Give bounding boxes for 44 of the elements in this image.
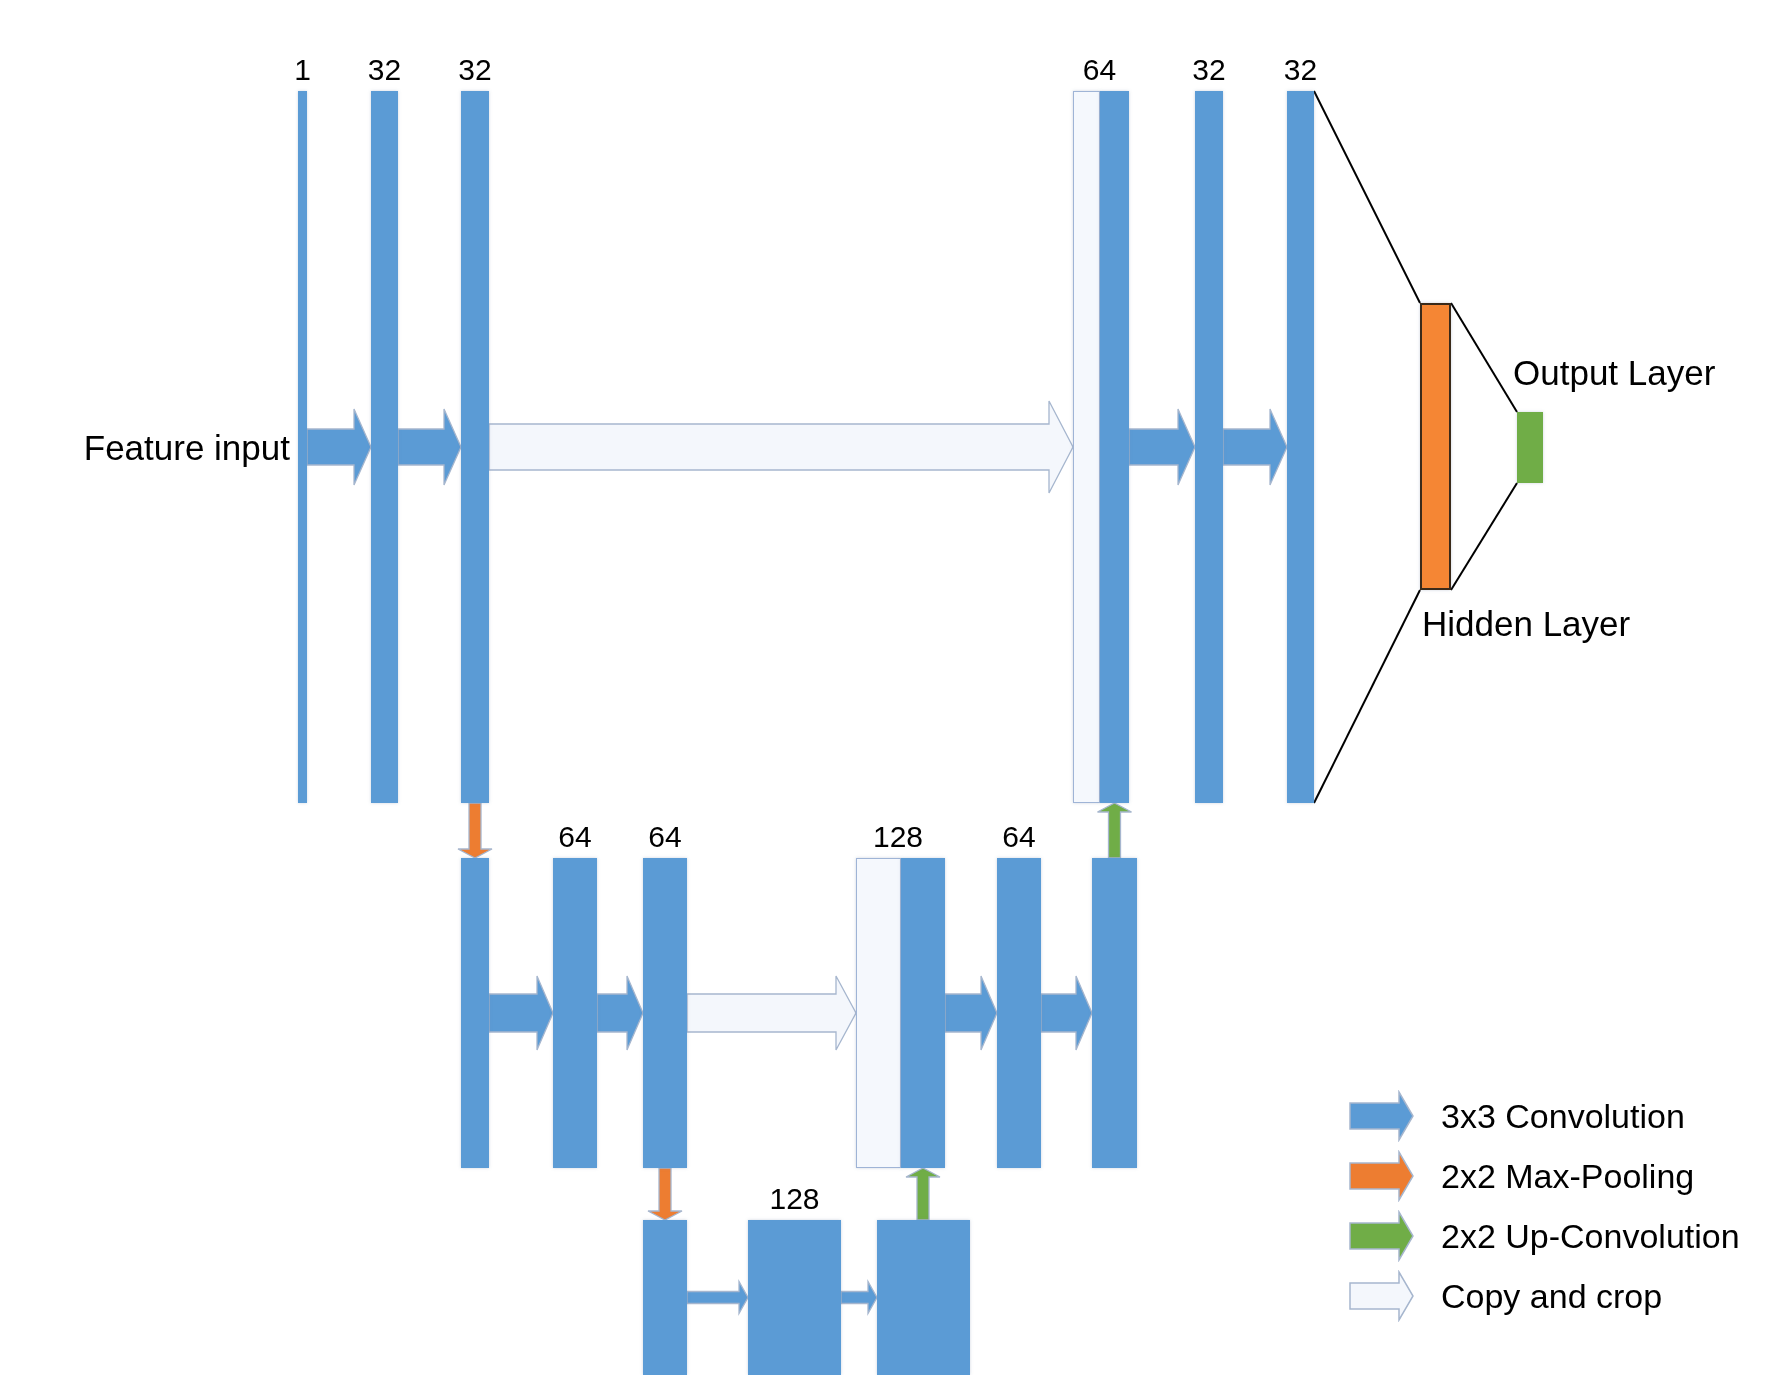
channel-count: 32: [1283, 55, 1318, 85]
layer-label: Hidden Layer: [1422, 606, 1631, 641]
block-arrow: [1128, 408, 1196, 486]
feature-map-bar: [1092, 858, 1137, 1168]
connector-line: [1313, 90, 1421, 304]
block-arrow: [840, 1279, 878, 1316]
block-arrow: [457, 802, 493, 859]
channel-count: 64: [558, 822, 592, 852]
connector-line: [1450, 482, 1518, 591]
feature-map-bar: [461, 858, 489, 1168]
legend-label: Copy and crop: [1441, 1279, 1663, 1313]
block-arrow: [1040, 975, 1093, 1051]
block-arrow: [1096, 802, 1133, 859]
block-arrow: [397, 408, 462, 486]
channel-count: 1: [294, 55, 311, 85]
legend-label: 2x2 Max-Pooling: [1441, 1159, 1695, 1193]
connector-line: [1313, 589, 1421, 804]
layer-label: Output Layer: [1513, 355, 1716, 390]
copied-map-bar: [856, 858, 901, 1168]
legend-label: 2x2 Up-Convolution: [1441, 1219, 1740, 1253]
channel-count: 32: [458, 55, 492, 85]
block-arrow: [596, 975, 644, 1051]
channel-count: 64: [1002, 822, 1036, 852]
block-arrow: [944, 975, 998, 1051]
channel-count: 64: [1082, 55, 1117, 85]
connector-line: [1450, 302, 1518, 413]
block-arrow: [488, 400, 1074, 494]
block-arrow: [905, 1167, 941, 1221]
channel-count: 128: [769, 1184, 820, 1214]
legend-label: 3x3 Convolution: [1441, 1099, 1685, 1133]
channel-count: 32: [367, 55, 402, 85]
copied-map-bar: [1073, 91, 1100, 803]
input-label: Feature input: [83, 429, 290, 465]
block-arrow: [1222, 408, 1288, 486]
block-arrow: [686, 975, 857, 1051]
channel-count: 128: [872, 822, 924, 852]
feature-map-bar: [643, 1220, 687, 1375]
channel-count: 64: [648, 822, 682, 852]
block-arrow: [647, 1167, 683, 1221]
block-arrow: [686, 1279, 749, 1316]
channel-count: 32: [1192, 55, 1226, 85]
block-arrow: [306, 408, 372, 486]
block-arrow: [488, 975, 554, 1051]
feature-map-bar: [877, 1220, 970, 1375]
